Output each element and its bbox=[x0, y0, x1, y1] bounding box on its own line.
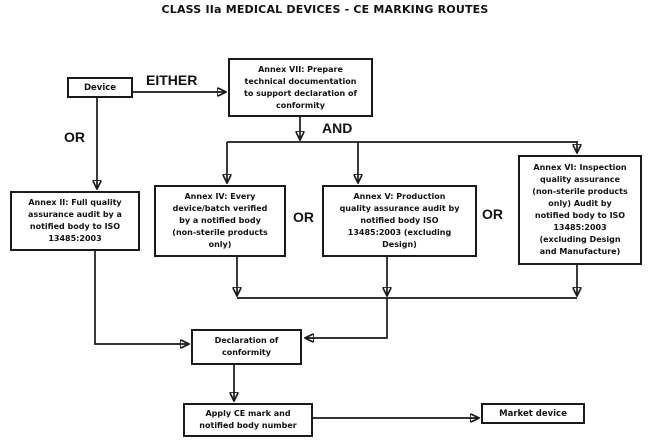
annex-iv-box: Annex IV: Every device/batch verified by… bbox=[154, 185, 286, 257]
and-label: AND bbox=[322, 120, 353, 136]
device-box: Device bbox=[67, 77, 133, 98]
declaration-of-conformity-box: Declaration of conformity bbox=[191, 329, 302, 365]
or-label-right: OR bbox=[482, 206, 503, 222]
apply-ce-mark-box: Apply CE mark and notified body number bbox=[183, 403, 313, 437]
market-device-box: Market device bbox=[481, 403, 585, 424]
arrow-annex-ii-to-declaration bbox=[94, 251, 189, 344]
either-label: EITHER bbox=[146, 72, 198, 88]
annex-vi-box: Annex VI: Inspection quality assurance (… bbox=[518, 155, 642, 265]
annex-v-box: Annex V: Production quality assurance au… bbox=[322, 185, 477, 257]
annex-ii-box: Annex II: Full quality assurance audit b… bbox=[10, 191, 140, 251]
or-label-middle: OR bbox=[293, 209, 314, 225]
arrow-collector-to-declaration bbox=[305, 298, 388, 338]
diagram-title: CLASS IIa MEDICAL DEVICES - CE MARKING R… bbox=[161, 3, 489, 16]
annex-vii-box: Annex VII: Prepare technical documentati… bbox=[228, 58, 373, 117]
or-label-left: OR bbox=[64, 129, 85, 145]
